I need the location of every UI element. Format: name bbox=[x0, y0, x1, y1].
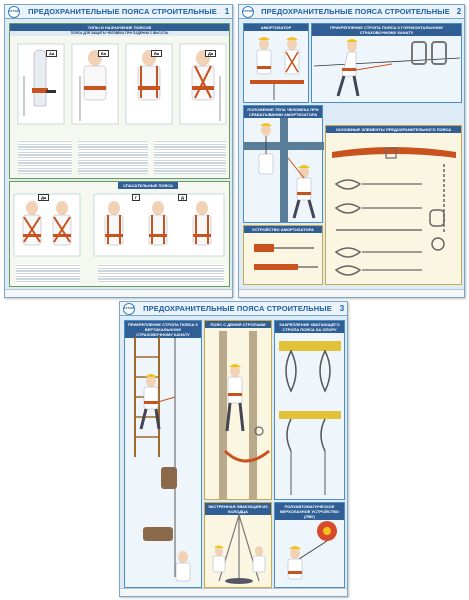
rescue-text-1 bbox=[16, 264, 80, 284]
poster-1-title: ПРЕДОХРАНИТЕЛЬНЫЕ ПОЯСА СТРОИТЕЛЬНЫЕ bbox=[28, 7, 217, 16]
grab-lanyard-panel: ЗАКРЕПЛЕНИЕ ХВАТАЮЩЕГО СТРОПА ПОЯСА ЗА О… bbox=[274, 320, 345, 500]
absorber-device-panel: УСТРОЙСТВО АМОРТИЗАТОРА bbox=[243, 225, 323, 285]
poster-3-title: ПРЕДОХРАНИТЕЛЬНЫЕ ПОЯСА СТРОИТЕЛЬНЫЕ bbox=[143, 304, 332, 313]
vertical-attach-illustration bbox=[134, 337, 191, 582]
belt-types-panel: ТИПЫ И НАЗНАЧЕНИЕ ПОЯСОВ ПОЯСА ДЛЯ ЗАЩИТ… bbox=[9, 23, 230, 179]
grab-lanyard-illustration bbox=[279, 341, 341, 495]
belt-elements-panel: ОСНОВНЫЕ ЭЛЕМЕНТЫ ПРЕДОХРАНИТЕЛЬНОГО ПОЯ… bbox=[325, 125, 462, 285]
well-evacuation-illustration bbox=[212, 514, 266, 584]
absorber-device-title: УСТРОЙСТВО АМОРТИЗАТОРА bbox=[244, 226, 322, 233]
poster-1: СТРОЙ ПРЕДОХРАНИТЕЛЬНЫЕ ПОЯСА СТРОИТЕЛЬН… bbox=[4, 4, 233, 298]
two-lanyards-title: ПОЯС С ДВУМЯ СТРОПАМИ bbox=[205, 321, 271, 328]
poster-2-number: 2 bbox=[456, 7, 462, 16]
poster-3-footer bbox=[120, 588, 347, 596]
type-tag-g: Г bbox=[132, 194, 141, 201]
horizontal-attach-illustration bbox=[313, 39, 461, 97]
poster-1-footer bbox=[5, 289, 232, 297]
well-evacuation-title: ЭКСТРЕННАЯ ЭВАКУАЦИЯ ИЗ КОЛОДЦА bbox=[205, 503, 271, 515]
absorber-panel: АМОРТИЗАТОР bbox=[243, 23, 309, 103]
vertical-attach-panel: ПРИКРЕПЛЕНИЕ СТРОПА ПОЯСА К ВЕРТИКАЛЬНОМ… bbox=[124, 320, 202, 588]
rescue-text-2 bbox=[98, 264, 224, 284]
figure-aa bbox=[17, 43, 65, 125]
belt-types-subtitle: ПОЯСА ДЛЯ ЗАЩИТЫ ЧЕЛОВЕКА ПРИ ПАДЕНИИ С … bbox=[10, 31, 229, 36]
horizontal-attach-panel: ПРИКРЕПЛЕНИЕ СТРОПА ПОЯСА К ГОРИЗОНТАЛЬН… bbox=[311, 23, 462, 103]
belt-types-text-2 bbox=[78, 140, 148, 174]
poster-2: СТРОЙ ПРЕДОХРАНИТЕЛЬНЫЕ ПОЯСА СТРОИТЕЛЬН… bbox=[238, 4, 465, 298]
absorber-title: АМОРТИЗАТОР bbox=[244, 24, 308, 31]
belt-types-text-1 bbox=[18, 140, 72, 174]
poster-1-number: 1 bbox=[224, 7, 230, 16]
type-tag-da-rescue: Да bbox=[38, 194, 50, 201]
poster-3-logo: СТРОЙ bbox=[123, 302, 135, 315]
type-tag-va: Ва bbox=[151, 50, 163, 57]
poster-2-title: ПРЕДОХРАНИТЕЛЬНЫЕ ПОЯСА СТРОИТЕЛЬНЫЕ bbox=[261, 7, 450, 16]
retractable-device-illustration bbox=[287, 521, 337, 580]
belt-types-text-3 bbox=[154, 140, 226, 174]
poster-3-title-bar: СТРОЙ ПРЕДОХРАНИТЕЛЬНЫЕ ПОЯСА СТРОИТЕЛЬН… bbox=[120, 302, 347, 316]
body-position-illustration bbox=[244, 118, 324, 222]
poster-2-title-bar: СТРОЙ ПРЕДОХРАНИТЕЛЬНЫЕ ПОЯСА СТРОИТЕЛЬН… bbox=[239, 5, 464, 19]
type-tag-aa: Аа bbox=[46, 50, 58, 57]
type-tag-ba: Ба bbox=[98, 50, 110, 57]
rescue-belts-illustration bbox=[13, 193, 225, 257]
rescue-belts-panel: СПАСАТЕЛЬНЫЕ ПОЯСА Да Г Д bbox=[9, 181, 230, 287]
belt-types-title: ТИПЫ И НАЗНАЧЕНИЕ ПОЯСОВ bbox=[10, 24, 229, 31]
grab-lanyard-title: ЗАКРЕПЛЕНИЕ ХВАТАЮЩЕГО СТРОПА ПОЯСА ЗА О… bbox=[275, 321, 344, 333]
horizontal-attach-title: ПРИКРЕПЛЕНИЕ СТРОПА ПОЯСА К ГОРИЗОНТАЛЬН… bbox=[312, 24, 461, 36]
poster-1-title-bar: СТРОЙ ПРЕДОХРАНИТЕЛЬНЫЕ ПОЯСА СТРОИТЕЛЬН… bbox=[5, 5, 232, 19]
retractable-device-title: ПОЛУАВТОМАТИЧЕСКОЕ ВЕРХОЛАЗНОЕ УСТРОЙСТВ… bbox=[275, 503, 344, 520]
rescue-belts-title: СПАСАТЕЛЬНЫЕ ПОЯСА bbox=[118, 182, 178, 189]
type-tag-d: Д bbox=[178, 194, 187, 201]
belt-elements-illustration bbox=[332, 147, 456, 276]
poster-2-logo: СТРОЙ bbox=[242, 5, 254, 18]
two-lanyards-panel: ПОЯС С ДВУМЯ СТРОПАМИ bbox=[204, 320, 272, 500]
poster-1-logo: СТРОЙ bbox=[8, 5, 20, 18]
body-position-panel: ПОЛОЖЕНИЕ ТЕЛА ЧЕЛОВЕКА ПРИ СРАБАТЫВАНИИ… bbox=[243, 105, 324, 223]
absorber-device-illustration bbox=[254, 244, 318, 270]
retractable-device-panel: ПОЛУАВТОМАТИЧЕСКОЕ ВЕРХОЛАЗНОЕ УСТРОЙСТВ… bbox=[274, 502, 345, 588]
two-lanyards-illustration bbox=[219, 331, 270, 499]
absorber-illustration bbox=[250, 37, 304, 100]
body-position-title: ПОЛОЖЕНИЕ ТЕЛА ЧЕЛОВЕКА ПРИ СРАБАТЫВАНИИ… bbox=[244, 106, 322, 118]
belt-elements-title: ОСНОВНЫЕ ЭЛЕМЕНТЫ ПРЕДОХРАНИТЕЛЬНОГО ПОЯ… bbox=[326, 126, 461, 133]
type-tag-da: Да bbox=[205, 50, 217, 57]
well-evacuation-panel: ЭКСТРЕННАЯ ЭВАКУАЦИЯ ИЗ КОЛОДЦА bbox=[204, 502, 272, 588]
poster-3-number: 3 bbox=[339, 304, 345, 313]
belt-types-illustration bbox=[17, 43, 227, 125]
poster-2-footer bbox=[239, 289, 464, 297]
vertical-attach-title: ПРИКРЕПЛЕНИЕ СТРОПА ПОЯСА К ВЕРТИКАЛЬНОМ… bbox=[125, 321, 201, 338]
poster-3: СТРОЙ ПРЕДОХРАНИТЕЛЬНЫЕ ПОЯСА СТРОИТЕЛЬН… bbox=[119, 301, 348, 597]
